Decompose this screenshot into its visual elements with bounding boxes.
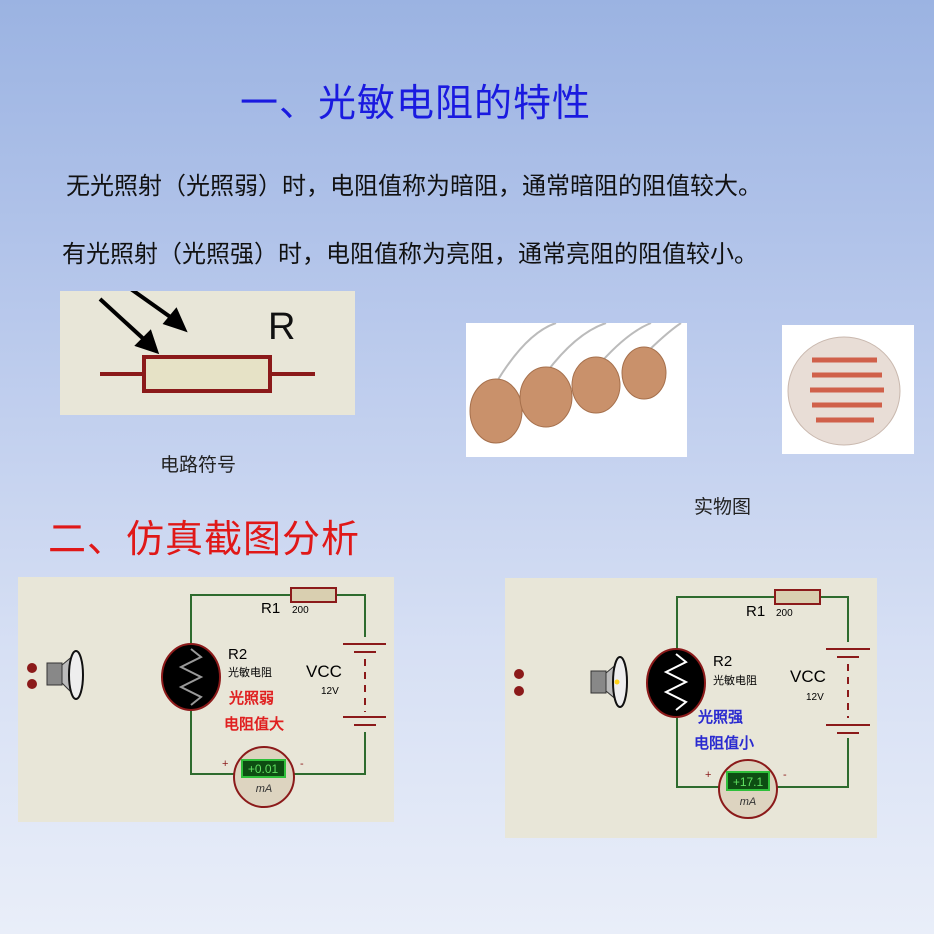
symbol-caption: 电路符号 (160, 454, 237, 476)
battery-icon (343, 643, 386, 726)
paragraph-dark-resistance: 无光照射（光照弱）时，电阻值称为暗阻，通常暗阻的阻值较大。 (66, 172, 762, 200)
meter-value: +17.1 (733, 775, 764, 789)
r1-label: R1 (261, 600, 280, 617)
ldr-photo-group (466, 323, 687, 457)
minus-label: - (300, 758, 304, 770)
meter-value: +0.01 (248, 762, 279, 776)
simulation-bright-panel: +17.1 mA + - R1 200 R2 光敏电阻 VCC 12V 光照强 … (505, 578, 877, 838)
resistance-note: 电阻值小 (694, 734, 754, 752)
resistance-note: 电阻值大 (224, 715, 284, 733)
r2-label: R2 (713, 653, 732, 670)
meter-unit: mA (740, 796, 757, 808)
ldr-photo-closeup (782, 325, 914, 454)
vcc-label: VCC (790, 667, 826, 686)
simulation-dark-panel: +0.01 mA + - R1 200 R2 光敏电阻 VCC 12V 光照弱 … (18, 577, 394, 822)
photo-caption: 实物图 (694, 496, 752, 518)
speaker-icon (27, 650, 84, 700)
r1-label: R1 (746, 603, 765, 620)
vcc-label: VCC (306, 662, 342, 681)
circuit-symbol-panel: R (60, 285, 355, 415)
r2-desc: 光敏电阻 (228, 665, 272, 679)
resistor-r1 (774, 589, 821, 605)
r1-value: 200 (776, 608, 793, 619)
paragraph-light-resistance: 有光照射（光照强）时，电阻值称为亮阻，通常亮阻的阻值较小。 (62, 240, 758, 268)
heading-characteristics: 一、光敏电阻的特性 (240, 81, 592, 125)
ldr-symbol: R (98, 285, 315, 393)
meter-unit: mA (256, 783, 273, 795)
ammeter: +0.01 mA (233, 746, 295, 808)
minus-label: - (783, 769, 787, 781)
ammeter: +17.1 mA (718, 759, 778, 819)
r1-value: 200 (292, 605, 309, 616)
r2-label: R2 (228, 646, 247, 663)
ldr-r2 (161, 643, 221, 711)
heading-simulation: 二、仿真截图分析 (48, 517, 361, 561)
light-arrows-icon (98, 285, 188, 355)
light-note: 光照弱 (228, 689, 274, 707)
resistor-r1 (290, 587, 337, 603)
plus-label: + (705, 769, 711, 781)
vcc-value: 12V (321, 686, 339, 697)
battery-icon (826, 648, 870, 734)
light-note: 光照强 (697, 708, 743, 726)
ldr-r2 (646, 648, 706, 718)
speaker-icon (514, 656, 628, 708)
plus-label: + (222, 758, 228, 770)
vcc-value: 12V (806, 692, 824, 703)
symbol-label: R (268, 306, 295, 348)
r2-desc: 光敏电阻 (713, 673, 757, 687)
